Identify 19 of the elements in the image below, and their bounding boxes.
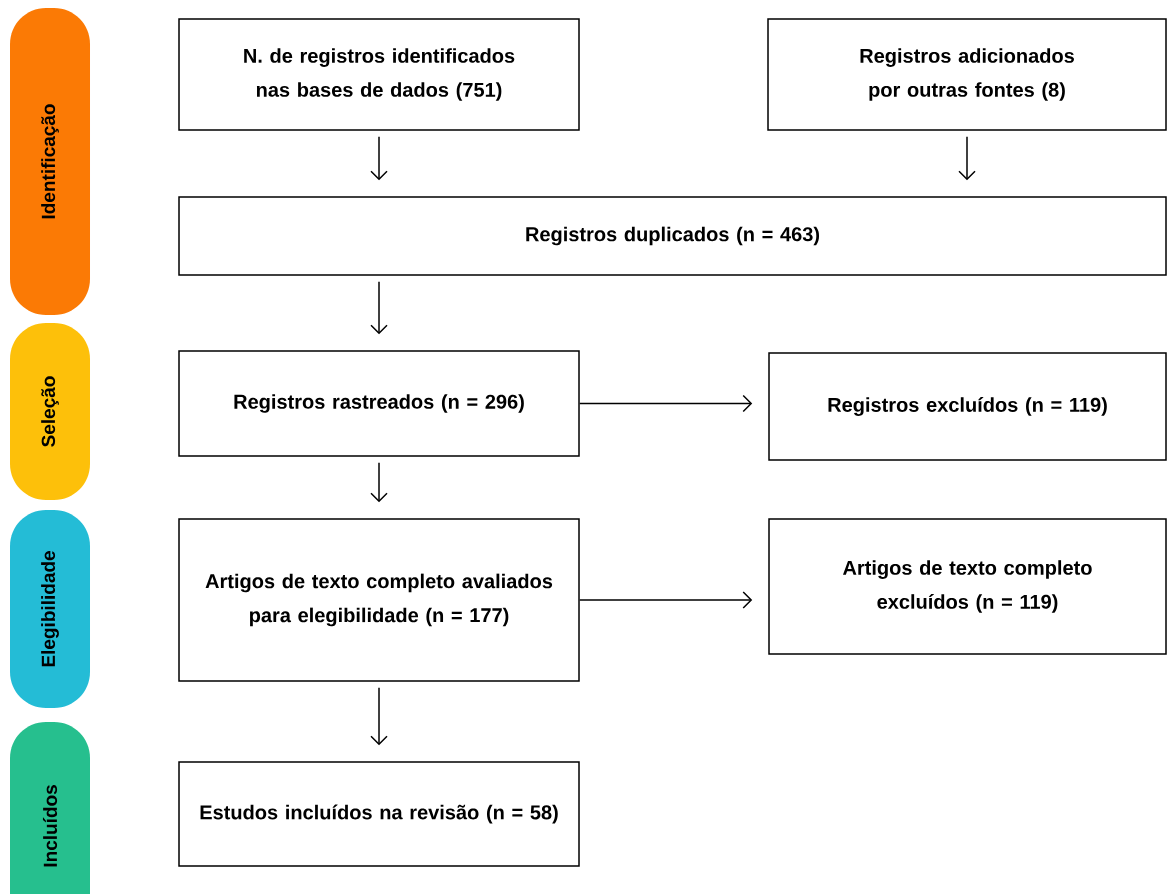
stage-band: Seleção — [10, 323, 90, 500]
stage-band: Incluídos — [10, 722, 90, 894]
process-box: Estudos incluídos na revisão (n = 58) — [178, 761, 580, 867]
arrow — [370, 462, 388, 503]
arrow — [958, 136, 976, 181]
arrow — [370, 136, 388, 181]
arrow — [370, 687, 388, 746]
arrow — [370, 281, 388, 335]
process-box: Artigos de texto completo avaliados para elegibilidade (n = 177) — [178, 518, 580, 682]
arrow — [579, 591, 753, 609]
stage-band: Identificação — [10, 8, 90, 315]
process-box: Registros adicionados por outras fontes (8) — [767, 18, 1167, 131]
stage-band: Elegibilidade — [10, 510, 90, 708]
process-box: Registros rastreados (n = 296) — [178, 350, 580, 457]
process-box: Registros excluídos (n = 119) — [768, 352, 1167, 461]
process-box: Artigos de texto completo excluídos (n = 119) — [768, 518, 1167, 655]
arrow — [579, 394, 753, 413]
process-box: N. de registros identificados nas bases de dados (751) — [178, 18, 580, 131]
process-box: Registros duplicados (n = 463) — [178, 196, 1167, 276]
